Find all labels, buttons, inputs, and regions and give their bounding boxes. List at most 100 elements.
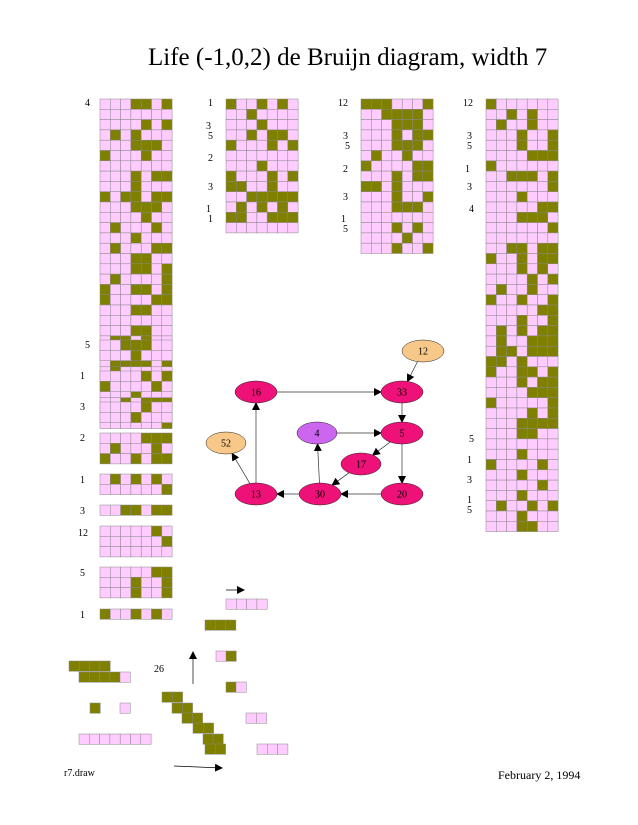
grid-cell [526, 119, 538, 131]
grid-cell [277, 160, 289, 172]
grid-cell [547, 345, 559, 357]
grid-cell [485, 366, 497, 378]
grid-cell [547, 448, 559, 460]
grid-cell [151, 546, 163, 558]
grid-cell [496, 98, 507, 110]
grid-cell [516, 397, 528, 409]
graph-node-4: 4 [296, 421, 338, 445]
grid-cell [526, 397, 538, 409]
grid-cell [140, 263, 152, 275]
grid-cell [140, 381, 152, 392]
grid-cell [485, 212, 497, 223]
grid-cell [526, 170, 538, 182]
grid-cell [526, 284, 538, 295]
grid-label: 3 [80, 402, 85, 413]
grid-cell [120, 170, 132, 182]
grid-cell [496, 387, 507, 398]
grid-cell [140, 401, 152, 413]
grid-cell [547, 469, 559, 481]
cell-fragment [245, 712, 267, 724]
grid-cell [516, 253, 528, 265]
grid-cell [130, 525, 142, 537]
grid-cell [506, 139, 518, 151]
grid-cell [506, 129, 518, 141]
graph-edge [371, 441, 391, 456]
grid-cell [109, 733, 121, 745]
grid-cell [526, 253, 538, 265]
grid-cell [99, 484, 111, 495]
grid-cell [140, 109, 152, 120]
grid-label: 5 [469, 434, 474, 445]
grid-cell [130, 109, 142, 120]
grid-cell [110, 453, 121, 465]
grid-cell [130, 473, 142, 485]
grid-cell [246, 150, 258, 162]
grid-cell [110, 370, 121, 382]
grid-cell [496, 397, 507, 409]
grid-cell [225, 201, 237, 213]
graph-node-33: 33 [380, 380, 424, 404]
grid-cell [485, 273, 497, 285]
grid-cell [485, 304, 497, 316]
grid-cell [120, 222, 132, 234]
grid-cell [277, 119, 289, 131]
grid-cell [130, 401, 142, 413]
grid-cell [246, 201, 258, 213]
grid-cell [99, 191, 111, 203]
grid-cell [485, 418, 497, 429]
grid-cell [506, 273, 518, 285]
grid-cell [120, 453, 132, 465]
grid-cell [526, 232, 538, 244]
grid-cell [110, 119, 121, 131]
grid-cell [140, 443, 152, 454]
grid-cell [371, 98, 382, 110]
grid-cell [547, 521, 559, 532]
pattern-grid [99, 566, 173, 599]
grid-cell [140, 273, 152, 285]
grid-cell [246, 212, 258, 223]
grid-cell [412, 191, 424, 203]
grid-cell [422, 98, 434, 110]
grid-cell [110, 273, 121, 285]
grid-cell [526, 304, 538, 316]
grid-cell [110, 577, 121, 588]
grid-cell [110, 381, 121, 392]
grid-cell [485, 325, 497, 337]
cell-fragment [212, 733, 224, 745]
grid-cell [130, 98, 142, 110]
grid-cell [266, 98, 278, 110]
grid-cell [140, 150, 152, 162]
grid-cell [496, 459, 507, 471]
grid-cell [371, 170, 382, 182]
grid-cell [516, 356, 528, 368]
grid-cell [78, 733, 90, 745]
grid-cell [537, 253, 549, 265]
grid-cell [547, 139, 559, 151]
grid-label: 1 [208, 98, 213, 109]
grid-cell [506, 325, 518, 337]
cell-fragment [225, 681, 237, 693]
grid-cell [225, 222, 237, 234]
grid-cell [99, 401, 111, 413]
grid-cell [381, 181, 393, 192]
graph-edge [331, 472, 350, 486]
graph-edge [406, 361, 418, 383]
pattern-grid [99, 401, 173, 423]
grid-cell [120, 484, 132, 495]
grid-cell [130, 587, 142, 599]
grid-cell [422, 160, 434, 172]
grid-label: 5 [345, 141, 350, 152]
grid-cell [225, 181, 237, 192]
grid-cell [130, 566, 142, 578]
grid-label: 3 [467, 131, 472, 142]
grid-cell [99, 170, 111, 182]
grid-cell [140, 339, 152, 351]
misc-label: 26 [154, 664, 164, 675]
grid-cell [526, 376, 538, 388]
grid-cell [496, 232, 507, 244]
grid-cell [506, 232, 518, 244]
grid-cell [120, 381, 132, 392]
grid-cell [526, 510, 538, 522]
